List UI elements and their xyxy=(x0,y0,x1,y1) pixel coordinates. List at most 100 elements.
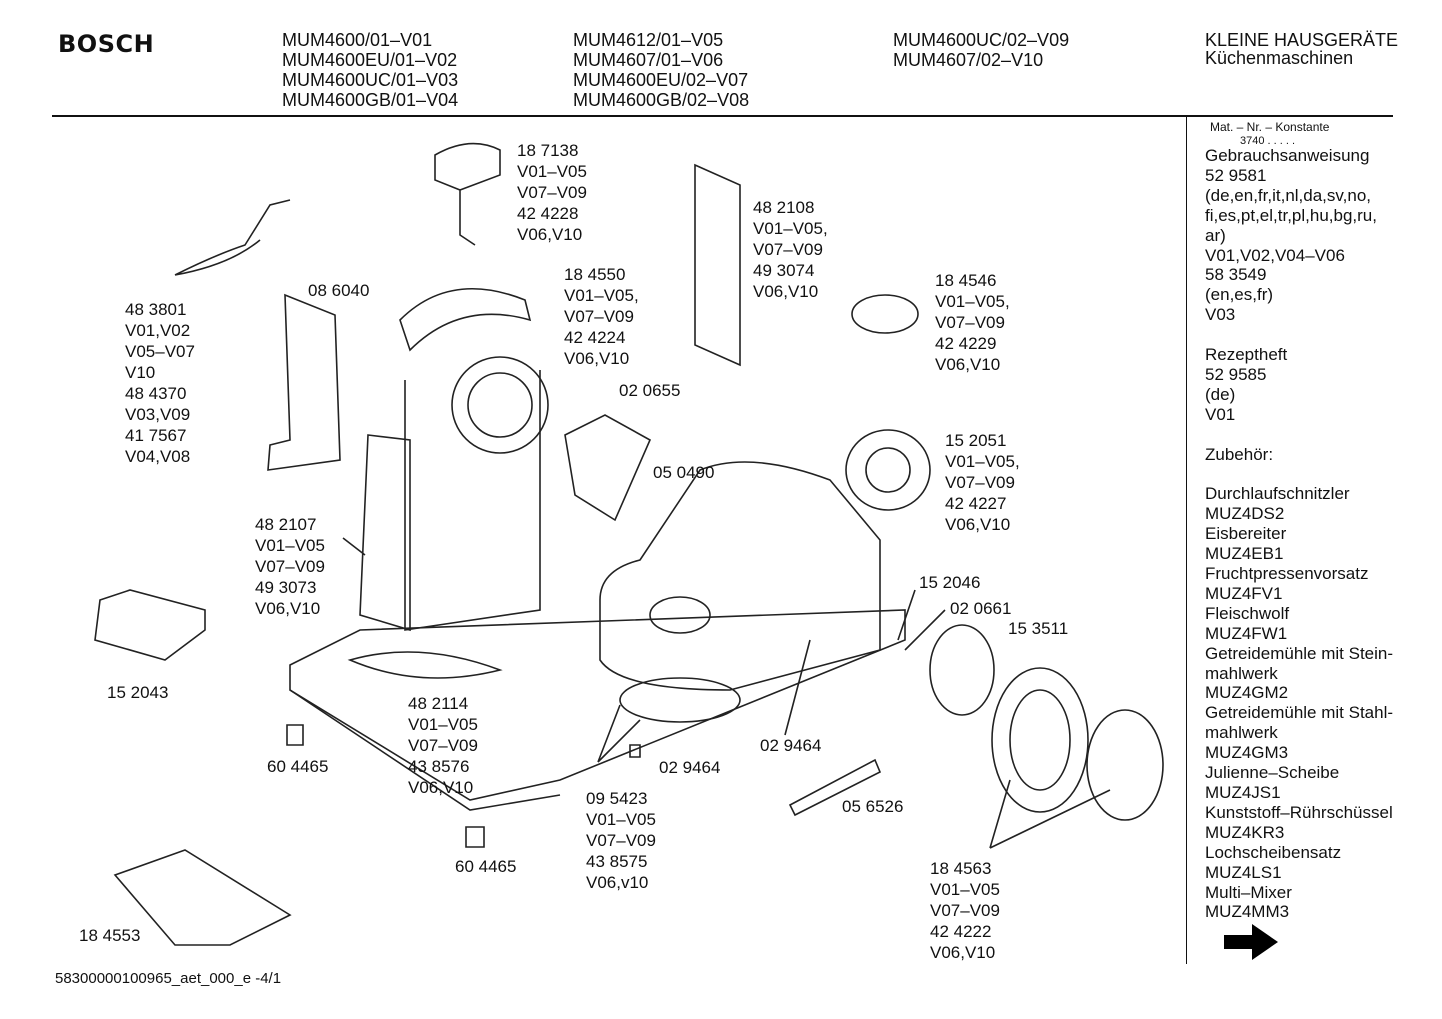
text-line: 41 7567 xyxy=(125,426,187,445)
label-029464a: 02 9464 xyxy=(760,735,821,756)
text-line: V07–V09 xyxy=(753,240,823,259)
ring-153511 xyxy=(929,624,995,716)
text-line: 18 4563 xyxy=(930,859,992,878)
text-line: V01–V05 xyxy=(255,536,325,555)
part-482108 xyxy=(694,163,741,367)
text-line: Getreidemühle mit Stahl- xyxy=(1205,703,1394,723)
text-line: V01–V05 xyxy=(586,810,656,829)
text-line: 48 2114 xyxy=(408,694,469,713)
text-line: 18 4546 xyxy=(935,271,997,290)
text-line: V01–V05 xyxy=(517,162,587,181)
text-line: 60 4465 xyxy=(267,757,329,776)
text-line: MUM4600UC/02–V09 xyxy=(893,30,1070,50)
text-line: 42 4227 xyxy=(945,494,1007,513)
text-line: V06,V10 xyxy=(945,515,1011,534)
text-line: 15 2046 xyxy=(919,573,981,592)
text-line: V01–V05 xyxy=(408,715,478,734)
text-line: 18 4550 xyxy=(564,265,626,284)
text-line: MUZ4FV1 xyxy=(1205,583,1283,603)
text-line: Durchlaufschnitzler xyxy=(1205,484,1350,504)
text-line: Zubehör: xyxy=(1205,444,1274,464)
text-line: V07–V09 xyxy=(408,736,478,755)
label-184553: 18 4553 xyxy=(79,925,140,946)
text-line: MUZ4MM3 xyxy=(1205,902,1290,922)
label-020655: 02 0655 xyxy=(619,380,680,401)
text-line: Fleischwolf xyxy=(1205,603,1290,623)
base-plate xyxy=(289,609,906,801)
foot-a xyxy=(286,724,304,746)
cap-184563 xyxy=(991,667,1089,813)
text-line: V01,V02,V04–V06 xyxy=(1205,245,1345,265)
text-line: MUM4600GB/02–V08 xyxy=(573,90,750,110)
text-line: 15 2043 xyxy=(107,683,169,702)
label-604465b: 60 4465 xyxy=(455,856,516,877)
brand-logo: BOSCH xyxy=(58,30,155,58)
text-line: MUZ4GM2 xyxy=(1205,683,1289,703)
text-line: V07–V09 xyxy=(935,313,1005,332)
label-604465a: 60 4465 xyxy=(267,756,328,777)
text-line: 43 8575 xyxy=(586,852,648,871)
footer-code: 58300000100965_aet_000_e -4/1 xyxy=(55,970,282,987)
text-line: Rezeptheft xyxy=(1205,345,1288,365)
label-050490: 05 0490 xyxy=(653,462,714,483)
part-187138 xyxy=(434,142,501,246)
text-line: 02 0655 xyxy=(619,381,681,400)
text-line: V06,V10 xyxy=(564,349,630,368)
text-line: 58 3549 xyxy=(1205,265,1267,285)
text-line: MUM4607/01–V06 xyxy=(573,50,724,70)
lid-184546 xyxy=(851,294,919,334)
text-line: V04,V08 xyxy=(125,447,191,466)
text-line: Julienne–Scheibe xyxy=(1205,763,1340,783)
part-086040 xyxy=(267,293,341,471)
text-line: MUZ4LS1 xyxy=(1205,862,1282,882)
text-line: V07–V09 xyxy=(564,307,634,326)
text-line: 49 3073 xyxy=(255,578,317,597)
text-line: MUZ4KR3 xyxy=(1205,822,1285,842)
text-line: 08 6040 xyxy=(308,281,370,300)
arrow-right-icon[interactable] xyxy=(1222,922,1280,962)
text-line: 48 4370 xyxy=(125,384,187,403)
text-line: V07–V09 xyxy=(517,183,587,202)
text-line: Lochscheibensatz xyxy=(1205,842,1342,862)
category-title: KLEINE HAUSGERÄTE xyxy=(1205,30,1399,50)
base-front-edge xyxy=(289,689,561,811)
text-line: 42 4224 xyxy=(564,328,626,347)
header-divider xyxy=(52,115,1393,117)
part-152043 xyxy=(94,589,206,661)
text-line: V01–V05, xyxy=(753,219,828,238)
text-line: 48 3801 xyxy=(125,300,187,319)
sidebar-divider xyxy=(1186,116,1187,964)
label-152046: 15 2046 xyxy=(919,572,980,593)
text-line: Eisbereiter xyxy=(1205,524,1287,544)
ring-184563b xyxy=(1086,709,1164,821)
label-153511: 15 3511 xyxy=(1008,618,1068,639)
matnr-label: Mat. – Nr. – Konstante xyxy=(1210,120,1330,134)
base-slot xyxy=(347,651,503,679)
text-line: 18 4553 xyxy=(79,926,141,945)
text-line: MUM4600GB/01–V04 xyxy=(282,90,459,110)
label-152043: 15 2043 xyxy=(107,682,168,703)
text-line: MUM4600EU/02–V07 xyxy=(573,70,749,90)
text-line: Kunststoff–Rührschüssel xyxy=(1205,802,1393,822)
text-line: 60 4465 xyxy=(455,857,517,876)
drive-ring xyxy=(451,356,549,454)
text-line: V03 xyxy=(1205,305,1236,325)
text-line: V06,V10 xyxy=(255,599,321,618)
side-panel xyxy=(359,434,411,632)
text-line: MUM4600/01–V01 xyxy=(282,30,433,50)
leader-lines xyxy=(342,537,1111,849)
text-line: (de,en,fr,it,nl,da,sv,no, xyxy=(1205,185,1371,205)
foot-b xyxy=(465,826,485,848)
bowl-recess xyxy=(619,677,741,723)
text-line: V06,V10 xyxy=(930,943,996,962)
screw-029464 xyxy=(629,744,641,758)
text-line: Multi–Mixer xyxy=(1205,882,1292,902)
